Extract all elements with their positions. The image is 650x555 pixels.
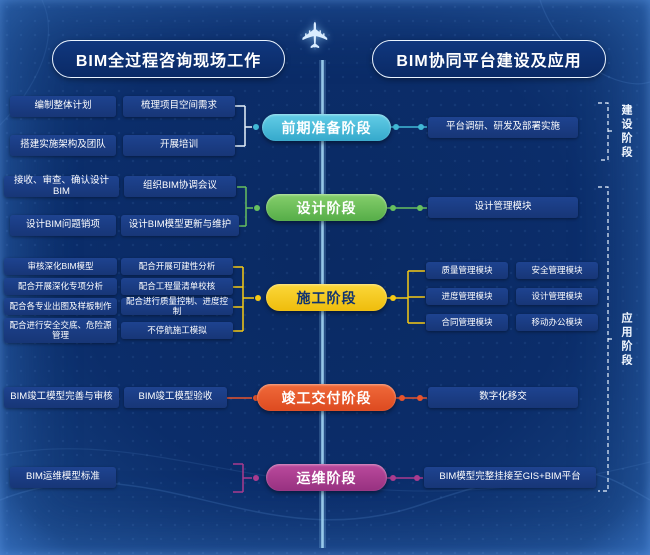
task-box: 配合开展可建性分析 [121, 258, 233, 275]
header-platform: BIM协同平台建设及应用 [372, 40, 606, 78]
task-box: 不停航施工模拟 [121, 322, 233, 339]
module-box: 平台调研、研发及部署实施 [428, 117, 578, 138]
phase-pill-design: 设计阶段 [266, 194, 387, 221]
module-box: 合同管理模块 [426, 314, 508, 331]
task-box: 审核深化BIM模型 [4, 258, 117, 275]
module-box: 设计管理模块 [428, 197, 578, 218]
task-box: BIM竣工模型验收 [124, 387, 227, 408]
module-box: 移动办公模块 [516, 314, 598, 331]
phase-pill-handover: 竣工交付阶段 [257, 384, 396, 411]
task-box: 接收、审查、确认设计BIM [4, 175, 119, 197]
task-box: 设计BIM模型更新与维护 [121, 215, 239, 236]
module-box: 数字化移交 [428, 387, 578, 408]
task-box: 开展培训 [123, 135, 235, 156]
task-box: 搭建实施架构及团队 [10, 135, 116, 156]
task-box: 设计BIM问题销项 [10, 215, 116, 236]
task-box: 配合工程量清单校核 [121, 278, 233, 295]
phase-pill-preparation: 前期准备阶段 [262, 114, 391, 141]
module-box: 进度管理模块 [426, 288, 508, 305]
stage-label-build: 建设阶段 [620, 104, 632, 160]
task-box: 配合进行质量控制、进度控制 [121, 296, 233, 315]
stage-label-apply: 应用阶段 [620, 312, 632, 368]
phase-pill-operation: 运维阶段 [266, 464, 387, 491]
module-box: 质量管理模块 [426, 262, 508, 279]
task-box: 组织BIM协调会议 [124, 176, 236, 197]
module-box: BIM模型完整挂接至GIS+BIM平台 [424, 467, 596, 488]
task-box: 配合开展深化专项分析 [4, 278, 117, 295]
airplane-icon: ✈ [295, 19, 337, 51]
task-box: 梳理项目空间需求 [123, 96, 235, 117]
task-box: 配合各专业出图及样板制作 [4, 298, 117, 315]
phase-pill-construction: 施工阶段 [266, 284, 387, 311]
module-box: 安全管理模块 [516, 262, 598, 279]
task-box: BIM竣工模型完善与审核 [4, 387, 119, 408]
module-box: 设计管理模块 [516, 288, 598, 305]
header-site-work: BIM全过程咨询现场工作 [52, 40, 285, 78]
task-box: BIM运维模型标准 [10, 467, 116, 488]
task-box: 编制整体计划 [10, 96, 116, 117]
task-box: 配合进行安全交底、危险源管理 [4, 318, 117, 343]
